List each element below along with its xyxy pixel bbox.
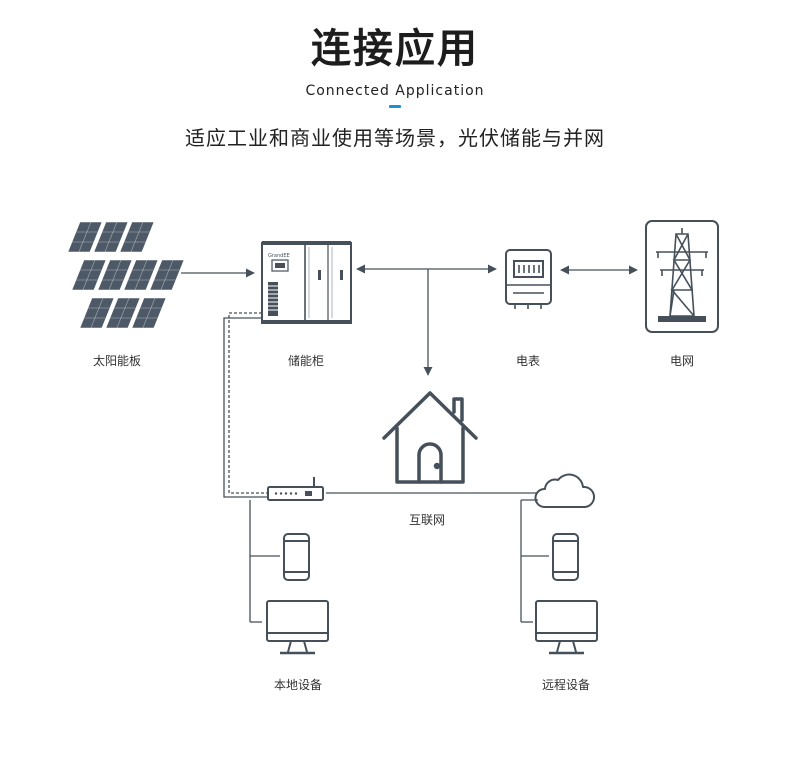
storage-cabinet-icon: GrandEE [261, 241, 352, 324]
remote-phone-icon [552, 533, 579, 581]
cabinet-brand: GrandEE [268, 253, 290, 259]
local-computer-icon [266, 600, 329, 655]
local-phone-icon [283, 533, 310, 581]
remote-computer-icon [535, 600, 598, 655]
meter-label: 电表 [515, 354, 540, 368]
power-tower-icon [645, 220, 719, 333]
solar-panel-icon [67, 221, 185, 329]
internet-label: 互联网 [408, 513, 445, 527]
grid-label: 电网 [669, 354, 694, 368]
house-icon [382, 391, 478, 484]
accent-underline [389, 105, 401, 108]
local-devices-label: 本地设备 [273, 678, 322, 692]
page-title: 连接应用 [311, 26, 479, 72]
remote-devices-label: 远程设备 [541, 678, 590, 692]
cloud-icon [534, 473, 595, 508]
page-subtitle: Connected Application [305, 83, 485, 99]
page-tagline: 适应工业和商业使用等场景，光伏储能与并网 [185, 126, 605, 150]
storage-label: 储能柜 [287, 354, 324, 368]
electric-meter-icon [505, 249, 552, 309]
router-icon [267, 477, 324, 501]
solar-label: 太阳能板 [92, 354, 141, 368]
